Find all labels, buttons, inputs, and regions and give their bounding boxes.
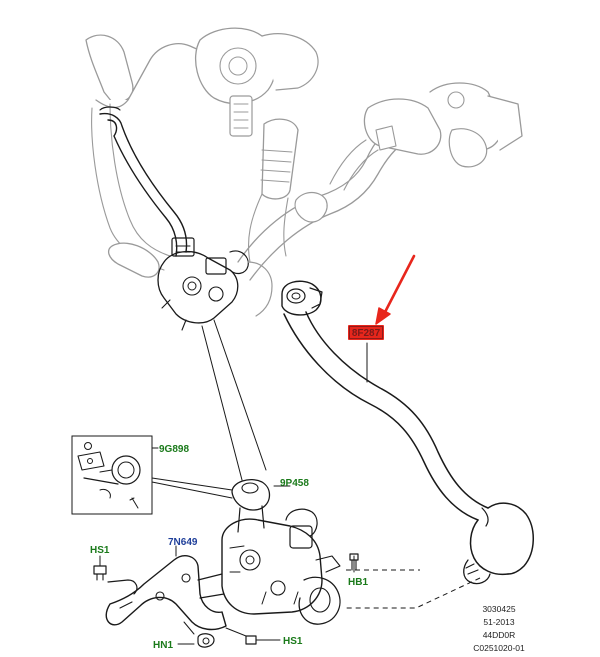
- fastener-hs1-top[interactable]: [93, 555, 107, 581]
- fastener-hb1[interactable]: [349, 553, 359, 573]
- hose-8f287[interactable]: [281, 280, 534, 585]
- label-hn1[interactable]: HN1: [153, 640, 173, 651]
- fastener-hn1[interactable]: [177, 621, 215, 648]
- label-9g898[interactable]: 9G898: [159, 444, 189, 455]
- detail-leaders: [201, 319, 267, 481]
- label-7n649[interactable]: 7N649: [168, 537, 198, 548]
- label-hb1[interactable]: HB1: [348, 577, 368, 588]
- reference-line-2: 51-2013: [483, 617, 514, 627]
- reference-line-1: 3030425: [482, 604, 515, 614]
- pipe-upper-left: [99, 106, 188, 257]
- reference-line-4: C0251020-01: [473, 643, 525, 653]
- engine-context-outline: [85, 27, 523, 281]
- label-hs1-top[interactable]: HS1: [90, 545, 110, 556]
- bracket-7n649[interactable]: [105, 545, 227, 631]
- reference-block: 3030425 51-2013 44DD0R C0251020-01: [473, 604, 525, 653]
- label-text-8f287: 8F287: [352, 328, 381, 339]
- actuator-kit-inset[interactable]: [71, 435, 233, 515]
- valve-assembly-9p458[interactable]: [221, 478, 341, 625]
- label-9p458[interactable]: 9P458: [280, 478, 309, 489]
- egr-valve-cluster: [157, 237, 273, 331]
- label-hs1-bottom[interactable]: HS1: [283, 636, 303, 647]
- dashed-leader: [346, 569, 481, 609]
- fastener-hs1-bottom[interactable]: [225, 627, 281, 645]
- reference-line-3: 44DD0R: [483, 630, 516, 640]
- label-8f287[interactable]: 8F287: [348, 325, 384, 340]
- red-pointer-arrow: [375, 254, 416, 325]
- highlight-box: [348, 325, 384, 340]
